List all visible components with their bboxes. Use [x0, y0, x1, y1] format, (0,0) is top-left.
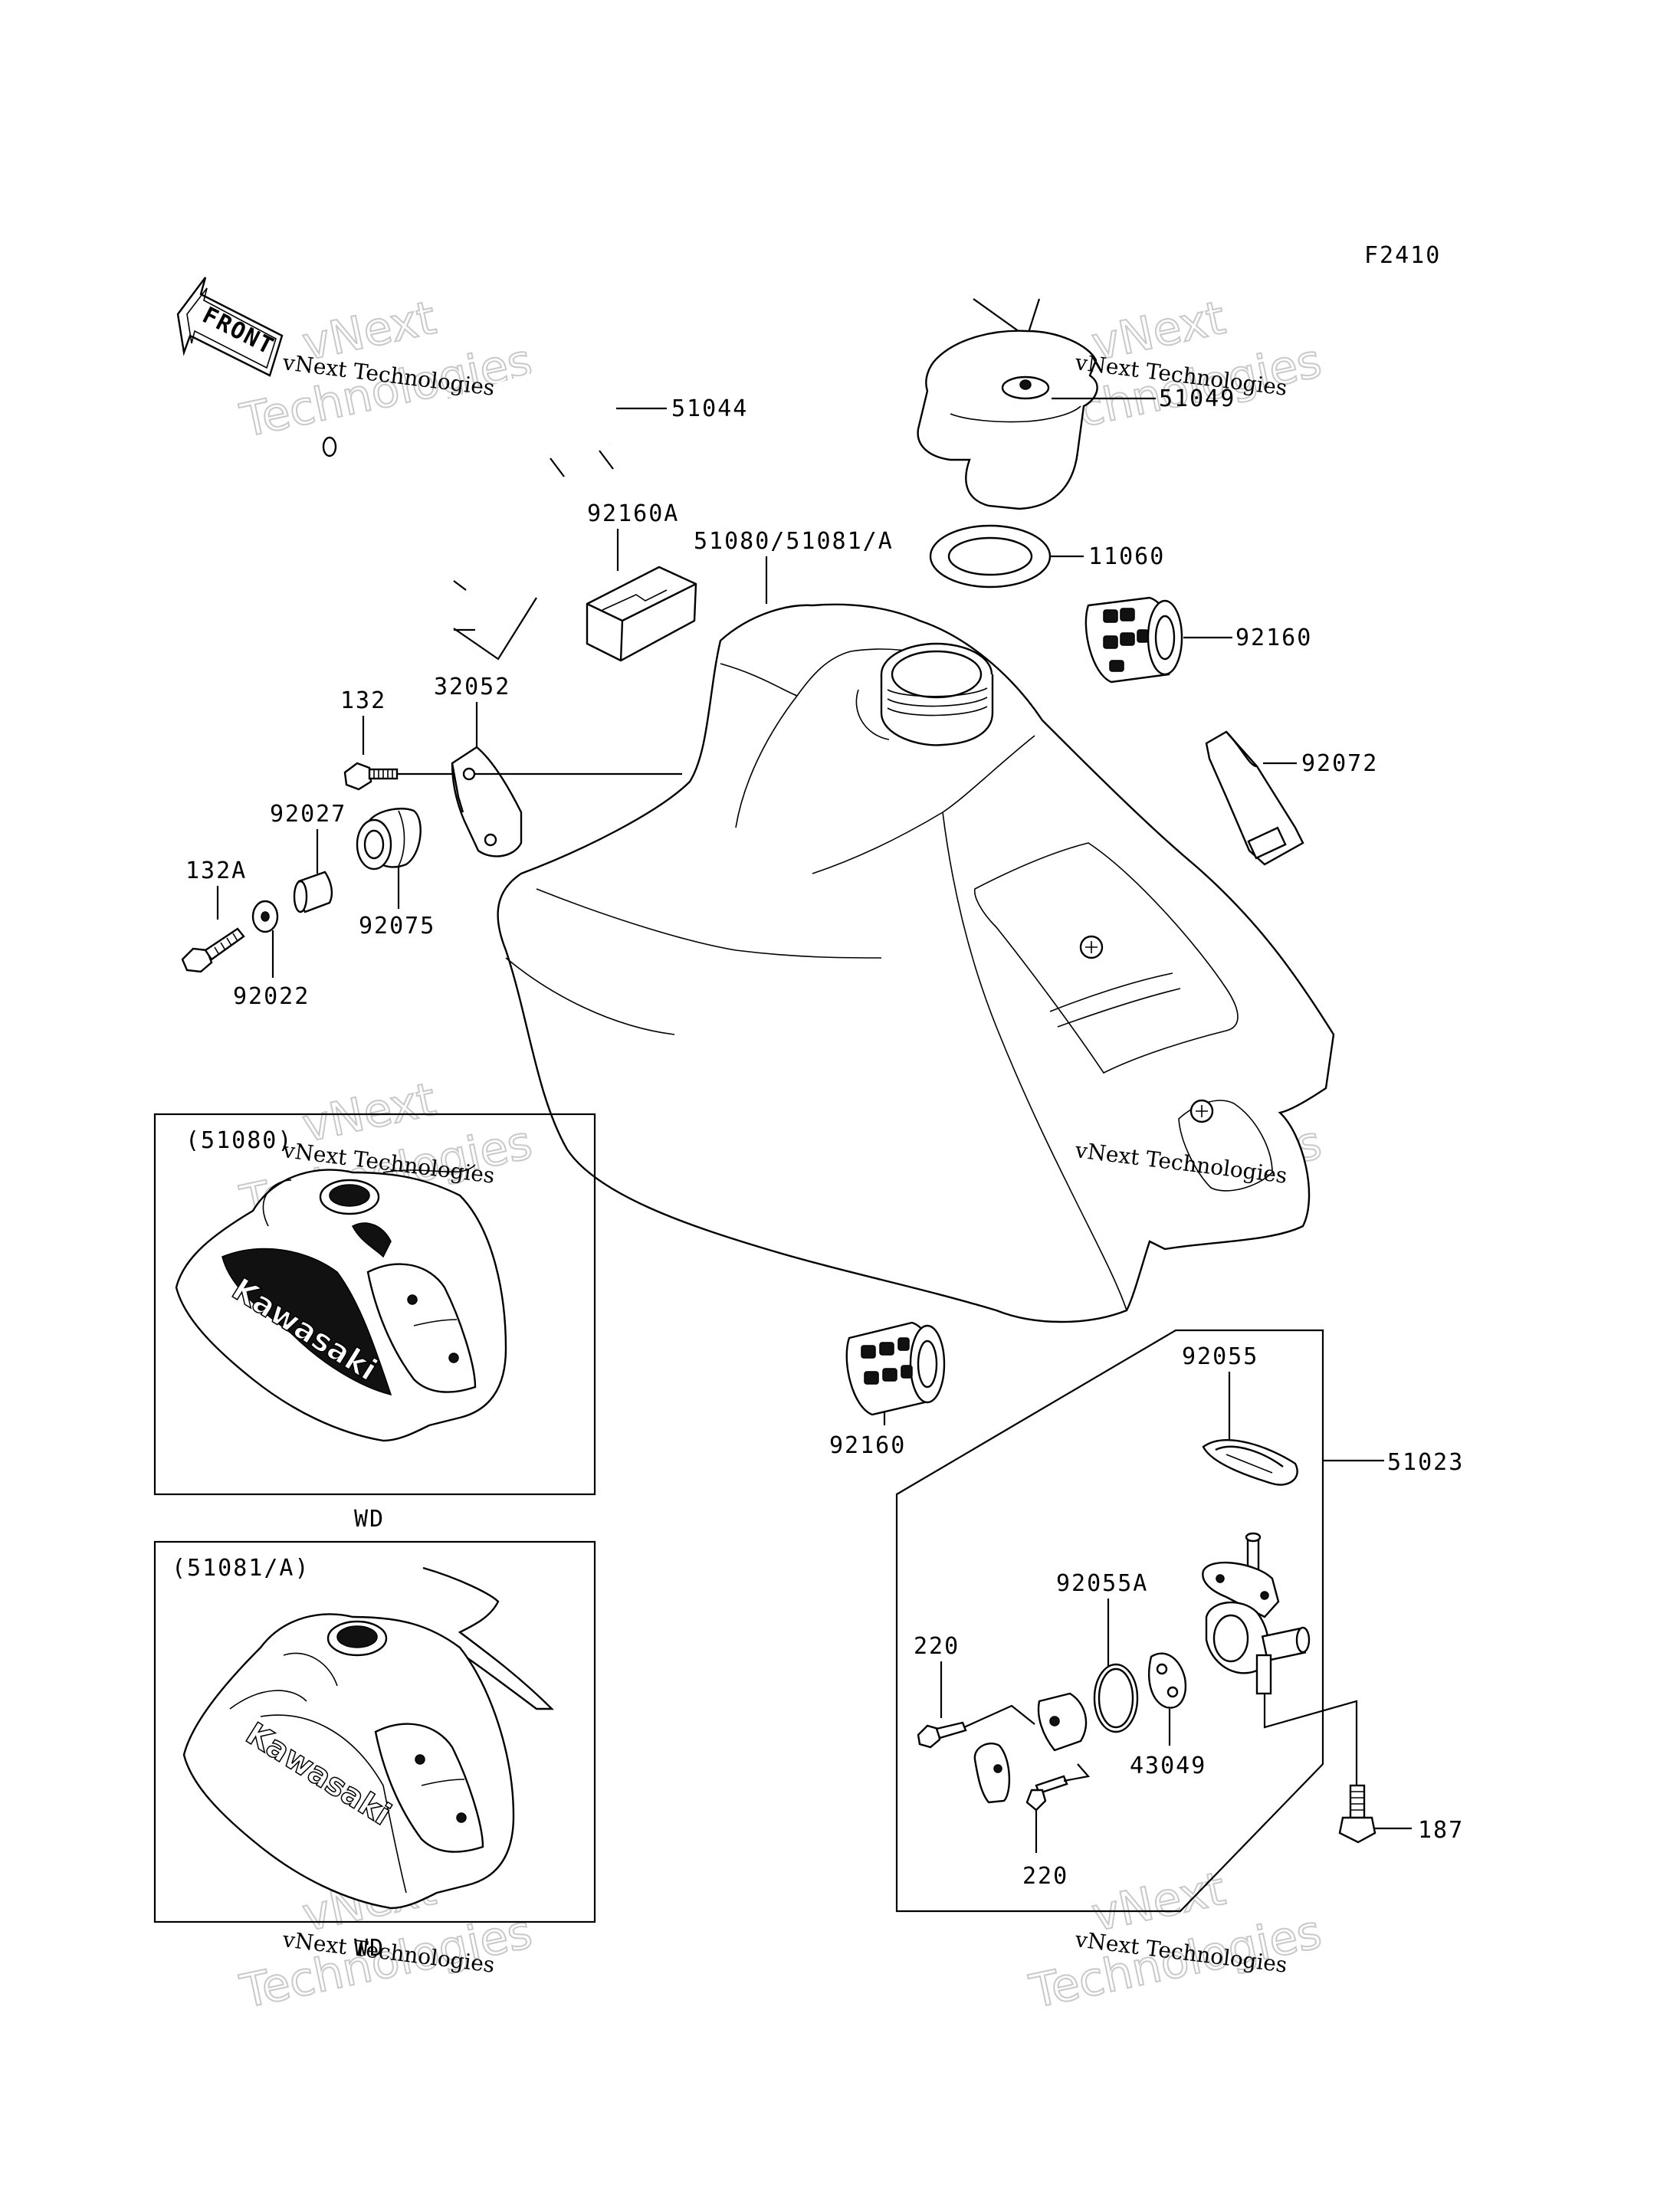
leader-screw-top [963, 1704, 1035, 1729]
collar-92027 [293, 871, 333, 913]
label-51023: 51023 [1387, 1449, 1464, 1476]
label-92027: 92027 [270, 801, 346, 828]
rubber-mount-92160-bottom [845, 1321, 946, 1416]
label-187: 187 [1418, 1817, 1464, 1844]
lever-plate [973, 1692, 1088, 1804]
fuel-cock-assembly-outline [895, 1329, 1324, 1913]
gasket-92055 [1202, 1439, 1298, 1486]
figure-code: F2410 [1364, 242, 1441, 269]
front-arrow-icon: FRONT [176, 277, 284, 377]
label-92055: 92055 [1182, 1343, 1258, 1370]
inset-51080-title: (51080) [185, 1127, 293, 1154]
label-51049: 51049 [1159, 385, 1235, 412]
fuel-cap-51049 [917, 298, 1098, 510]
screw-220-top [917, 1721, 967, 1749]
tank-illustration-51080: Kawasaki [175, 1164, 507, 1442]
label-92160-bottom: 92160 [829, 1432, 906, 1459]
pad-92160A [586, 566, 697, 662]
bolt-132A [181, 927, 245, 973]
label-132: 132 [340, 687, 386, 714]
label-220-top: 220 [914, 1633, 960, 1660]
tank-illustration-51081A: Kawasaki [182, 1566, 554, 1910]
label-11060: 11060 [1088, 543, 1165, 570]
inset-51081A-caption: WD [354, 1935, 385, 1962]
leader-screw-bottom [1063, 1763, 1091, 1782]
bracket-32052 [451, 746, 523, 857]
label-132A: 132A [185, 857, 247, 884]
label-32052: 32052 [434, 674, 510, 700]
label-92072: 92072 [1301, 750, 1378, 777]
label-92160-top: 92160 [1235, 625, 1312, 651]
breather-hose-51044 [322, 359, 624, 661]
gasket-43049 [1148, 1652, 1187, 1709]
rubber-mount-92160-top [1084, 596, 1183, 684]
inset-51080-caption: WD [354, 1506, 385, 1533]
fuel-cock-body [1202, 1532, 1311, 1695]
grommet-92075 [356, 808, 422, 871]
inset-51081A: (51081/A) Kawasaki WD [153, 1540, 596, 1962]
inset-51080: (51080) Kawasaki WD [153, 1113, 596, 1533]
inset-51081A-title: (51081/A) [172, 1555, 310, 1582]
label-220-bottom: 220 [1022, 1863, 1068, 1890]
label-51080-51081A: 51080/51081/A [694, 528, 894, 555]
label-92055A: 92055A [1056, 1570, 1148, 1597]
bolt-187 [1338, 1784, 1376, 1844]
label-92160A: 92160A [587, 500, 679, 527]
leader-fuel-cock [1263, 1694, 1358, 1792]
band-92072 [1205, 730, 1304, 866]
gasket-11060 [929, 524, 1052, 589]
washer-92022 [251, 900, 279, 933]
label-51044: 51044 [671, 395, 748, 422]
label-43049: 43049 [1130, 1753, 1206, 1779]
fuel-tank-51080 [497, 603, 1335, 1323]
label-92075: 92075 [359, 913, 435, 939]
label-92022: 92022 [233, 983, 310, 1010]
screw-220-bottom [1025, 1775, 1068, 1812]
bolt-132 [343, 762, 399, 791]
o-ring-92055A [1093, 1663, 1139, 1733]
